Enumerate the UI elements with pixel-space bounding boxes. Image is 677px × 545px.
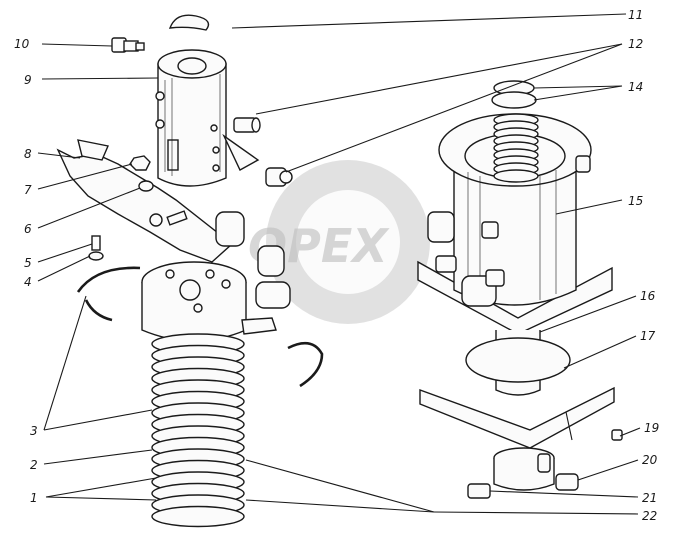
callout-14: 14 [628, 80, 643, 94]
part-12-fitting-b [265, 167, 293, 187]
watermark: OPEX [248, 160, 430, 324]
part-12-fitting-a [233, 117, 261, 133]
callout-1: 1 [30, 491, 38, 505]
part-3-ring-left [76, 266, 141, 293]
callout-17: 17 [640, 329, 656, 343]
callout-12: 12 [628, 37, 643, 51]
callout-7: 7 [24, 183, 32, 197]
part-19-pin [565, 411, 573, 441]
part-3-ring-left-b [84, 299, 113, 322]
part-15-inner-spring [493, 113, 539, 183]
part-15-housing [417, 113, 613, 335]
callout-16: 16 [640, 289, 656, 303]
callout-8: 8 [24, 147, 32, 161]
part-6-pin [166, 210, 188, 226]
part-17-seal-ring [465, 337, 571, 383]
part-19-screw [611, 429, 623, 441]
part-6-washer [138, 180, 154, 192]
callout-19: 19 [644, 421, 659, 435]
valve-fittings [215, 211, 291, 335]
part-17-base-plate [419, 386, 615, 449]
callout-3: 3 [30, 424, 38, 438]
stack-disc [151, 505, 245, 528]
callout-6: 6 [24, 222, 32, 236]
callout-15: 15 [628, 194, 643, 208]
leader-lines [37, 13, 641, 515]
part-6-hole [149, 213, 163, 227]
callout-5: 5 [24, 256, 32, 270]
callout-10: 10 [14, 37, 30, 51]
part-18-lower-body [493, 447, 555, 491]
callout-4: 4 [24, 275, 32, 289]
callout-labels: 10 9 8 7 6 5 4 3 2 1 11 12 14 15 16 17 1… [14, 8, 659, 523]
spring-coil [493, 169, 539, 183]
callout-2: 2 [30, 458, 38, 472]
callout-21: 21 [642, 491, 657, 505]
callout-11: 11 [628, 8, 643, 22]
part-1-2-spring-stack [151, 333, 245, 528]
callout-9: 9 [24, 73, 32, 87]
part-4-washer [88, 251, 104, 261]
part-7-nut [129, 155, 151, 171]
part-10-fitting [111, 37, 145, 53]
part-3-ring-right [287, 341, 324, 388]
part-8-tab [77, 139, 109, 161]
part-5-bolt [91, 235, 101, 251]
part-21-fitting [467, 483, 491, 499]
callout-20: 20 [642, 453, 658, 467]
watermark-gear-hole [296, 190, 400, 294]
part-20-fitting [555, 473, 579, 491]
part-14-ring-bottom [491, 91, 537, 109]
valve-head [141, 261, 247, 342]
part-11-clip [168, 14, 210, 31]
part-9-housing [155, 49, 260, 187]
callout-22: 22 [642, 509, 657, 523]
